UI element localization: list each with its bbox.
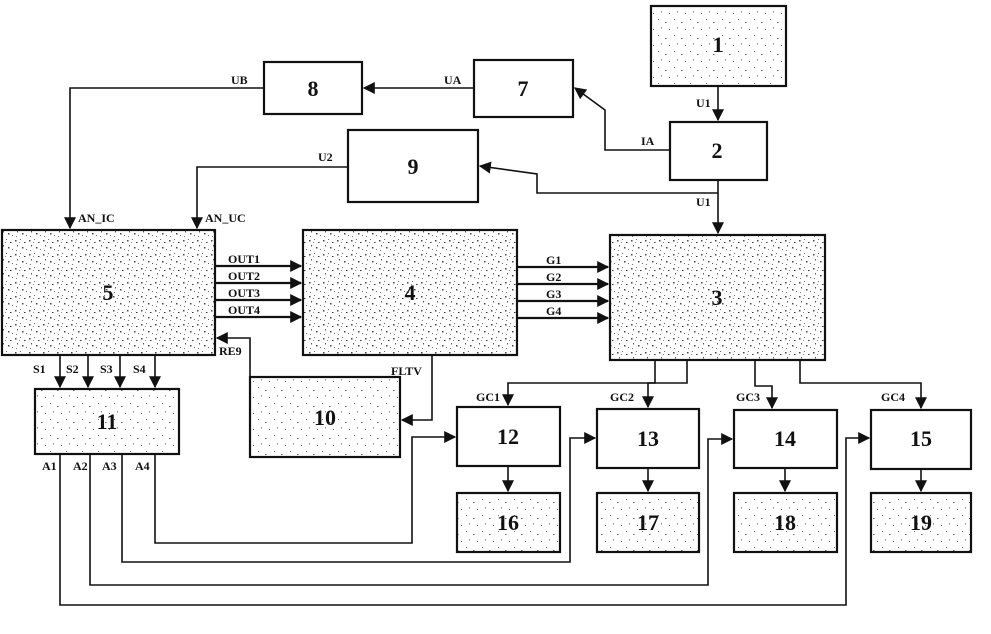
- block-19-label: 19: [910, 510, 932, 535]
- label-g4: G4: [546, 304, 561, 318]
- wire-2-to-7: [574, 87, 670, 151]
- block-11: 11: [33, 387, 181, 456]
- label-g2: G2: [546, 270, 561, 284]
- label-u1-top: U1: [696, 96, 711, 110]
- block-13-label: 13: [637, 426, 659, 451]
- wire-3-to-9: [478, 161, 718, 194]
- label-out1: OUT1: [228, 252, 260, 266]
- block-10: 10: [248, 375, 402, 459]
- label-ia: IA: [641, 134, 655, 148]
- block-3: 3: [608, 233, 827, 362]
- label-gc3: GC3: [736, 390, 760, 404]
- label-a3: A3: [102, 459, 117, 473]
- label-s2: S2: [66, 362, 79, 376]
- wire-gc2: [642, 360, 656, 409]
- label-g1: G1: [546, 253, 561, 267]
- label-re9: RE9: [219, 344, 242, 358]
- block-2-label: 2: [712, 138, 723, 163]
- label-out2: OUT2: [228, 269, 260, 283]
- label-a4: A4: [135, 459, 150, 473]
- label-an-uc: AN_UC: [205, 211, 246, 225]
- wire-gc1: [502, 360, 688, 407]
- label-a1: A1: [42, 459, 57, 473]
- block-16: 16: [455, 491, 562, 554]
- label-u1-bottom: U1: [696, 195, 711, 209]
- block-12: 12: [455, 405, 562, 468]
- wire-a3-to-13: [121, 432, 597, 563]
- wire-gc4: [799, 360, 927, 410]
- label-out3: OUT3: [228, 286, 260, 300]
- block-14: 14: [732, 408, 839, 470]
- block-2: 2: [668, 120, 769, 182]
- block-9: 9: [346, 128, 480, 204]
- block-13: 13: [595, 407, 701, 470]
- block-4-label: 4: [405, 280, 416, 305]
- block-8: 8: [262, 60, 364, 116]
- label-a2: A2: [73, 459, 88, 473]
- block-18: 18: [732, 491, 839, 554]
- label-gc1: GC1: [476, 390, 500, 404]
- block-9-label: 9: [408, 154, 419, 179]
- block-15: 15: [869, 408, 973, 471]
- block-5: 5: [0, 228, 217, 357]
- wire-8-to-5: [64, 87, 264, 230]
- block-3-label: 3: [712, 285, 723, 310]
- block-1-label: 1: [713, 32, 724, 57]
- block-16-label: 16: [497, 510, 519, 535]
- label-fltv: FLTV: [391, 364, 422, 378]
- label-s3: S3: [100, 362, 113, 376]
- block-1: 1: [649, 4, 788, 88]
- label-gc4: GC4: [881, 390, 905, 404]
- connections: [54, 82, 927, 606]
- block-14-label: 14: [774, 426, 796, 451]
- label-ub: UB: [231, 73, 248, 87]
- block-11-label: 11: [97, 409, 118, 434]
- label-gc2: GC2: [610, 390, 634, 404]
- label-u2: U2: [318, 150, 333, 164]
- label-ua: UA: [444, 73, 462, 87]
- block-19: 19: [869, 491, 973, 554]
- wire-a4-to-12: [154, 431, 457, 544]
- block-17-label: 17: [637, 510, 659, 535]
- label-s4: S4: [133, 362, 146, 376]
- wire-9-to-5: [191, 166, 348, 230]
- block-18-label: 18: [774, 510, 796, 535]
- block-15-label: 15: [910, 426, 932, 451]
- block-10-label: 10: [314, 405, 336, 430]
- block-17: 17: [595, 491, 701, 554]
- wire-gc3: [754, 360, 778, 410]
- label-g3: G3: [546, 287, 561, 301]
- wire-a1-to-15: [59, 432, 871, 606]
- wire-a2-to-14: [89, 433, 734, 586]
- wire-10-to-5: [215, 332, 251, 377]
- label-s1: S1: [33, 362, 46, 376]
- block-7-label: 7: [518, 76, 529, 101]
- block-4: 4: [301, 228, 519, 357]
- block-7: 7: [472, 58, 575, 119]
- block-12-label: 12: [497, 424, 519, 449]
- block-8-label: 8: [308, 76, 319, 101]
- label-an-ic: AN_IC: [78, 211, 115, 225]
- label-out4: OUT4: [228, 303, 260, 317]
- signal-labels: U1 U1 IA UA UB U2 AN_IC AN_UC OUT1 OUT2 …: [33, 73, 905, 473]
- block-5-label: 5: [103, 280, 114, 305]
- wire-4-to-10: [400, 355, 433, 426]
